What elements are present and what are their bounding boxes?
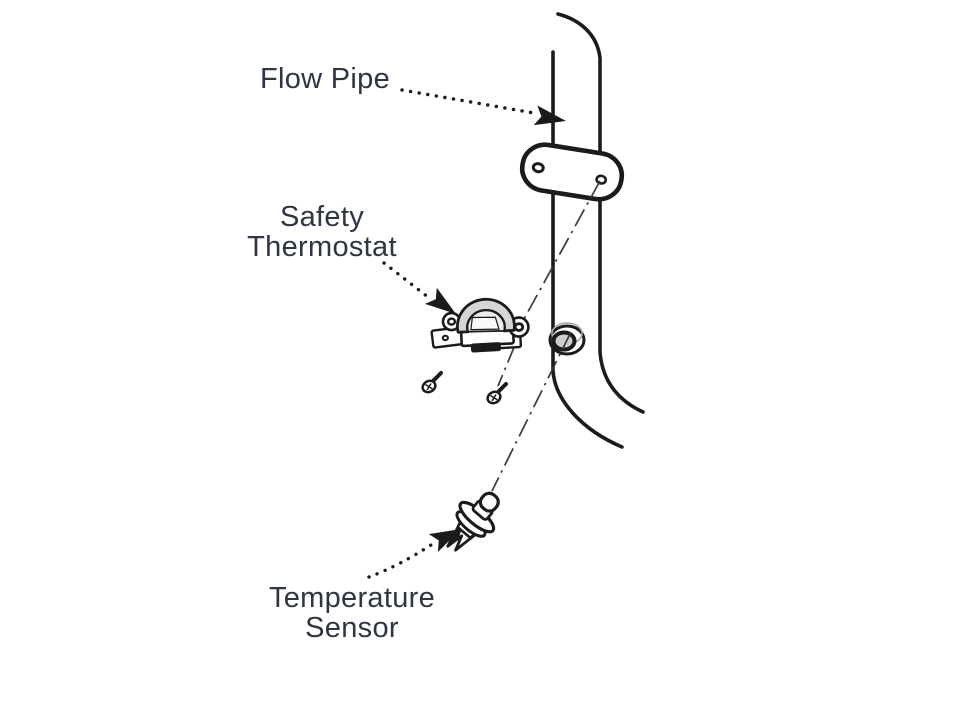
fixing-screw-right-drawing [486, 382, 508, 405]
centerline-thermostat-to-screw [497, 344, 516, 387]
thermostat-base [470, 342, 501, 353]
pipe-left-edge [551, 50, 624, 449]
safety-thermostat-arrowhead-icon [425, 287, 456, 314]
safety-thermostat-label: Safety Thermostat [222, 202, 422, 262]
thermostat-window [470, 316, 500, 331]
temperature-sensor-arrow-dots [367, 541, 436, 579]
safety-thermostat-arrow-dots [382, 261, 430, 299]
flange-hole-right [595, 174, 608, 185]
screw-slot [425, 383, 433, 391]
safety-thermostat-arrow [382, 261, 456, 314]
flow-pipe-drawing [551, 12, 645, 449]
temperature-sensor-drawing [446, 491, 500, 552]
flange-hole-left [531, 162, 545, 174]
screw-slot [490, 394, 498, 402]
temperature-sensor-label-line2: Sensor [305, 612, 399, 644]
centerline-boss-to-sensor [491, 331, 572, 492]
centerline-flange-to-thermostat [518, 180, 601, 329]
flow-pipe-arrow [400, 88, 566, 126]
thermostat-tab-left-hole [446, 317, 457, 326]
flow-pipe-label: Flow Pipe [260, 63, 391, 95]
temperature-sensor-label-line1: Temperature [268, 582, 436, 614]
flow-pipe-arrowhead-icon [533, 105, 566, 126]
flow-pipe-arrow-dots [400, 88, 536, 115]
thermostat-arm-left-hole [441, 334, 449, 342]
sensor-knob [478, 491, 500, 513]
safety-thermostat-label-line2: Thermostat [247, 231, 397, 263]
fixing-screw-left-drawing [421, 371, 443, 394]
safety-thermostat-label-line1: Safety [279, 201, 364, 233]
temperature-sensor-arrowhead-icon [428, 529, 461, 552]
pipe-right-edge [556, 12, 645, 414]
safety-thermostat-drawing [430, 297, 530, 353]
thermostat-tab-right-hole [513, 322, 525, 332]
temperature-sensor-label: Temperature Sensor [252, 583, 452, 643]
temperature-sensor-arrow [367, 529, 461, 579]
flange-gasket-drawing [519, 142, 625, 202]
